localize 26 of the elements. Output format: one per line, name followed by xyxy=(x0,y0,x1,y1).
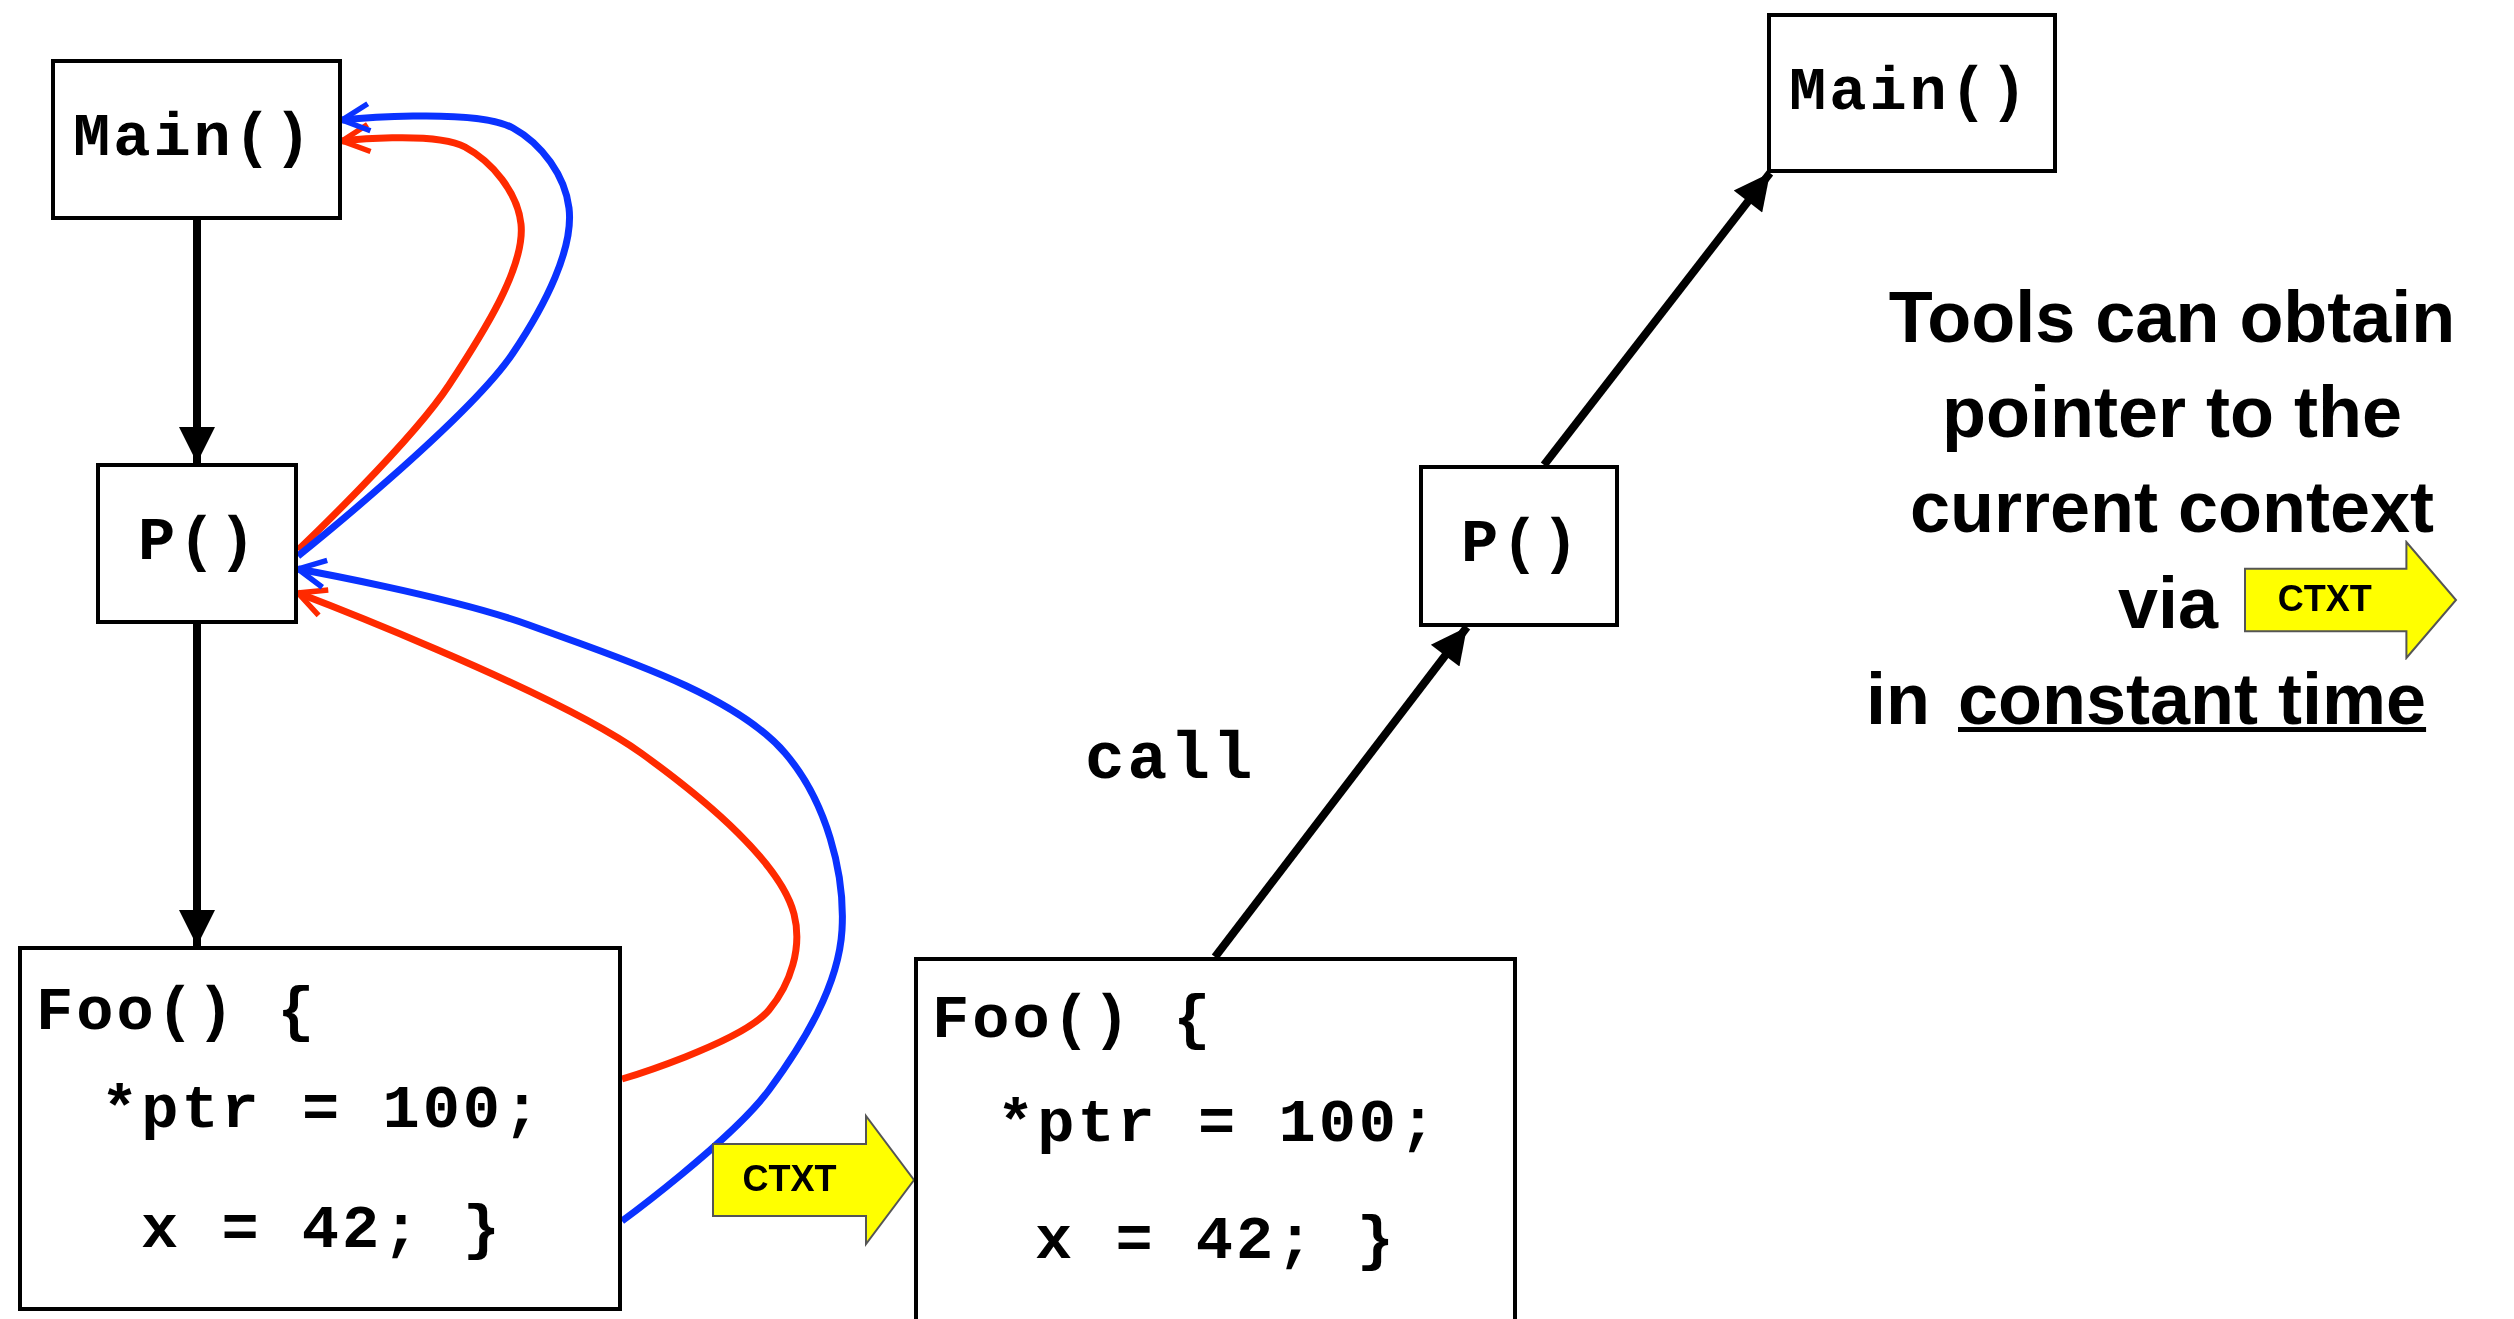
tag-text: CTXT xyxy=(2276,578,2373,621)
code-text: *ptr = 100; xyxy=(997,1089,1440,1161)
code-text: Foo() { xyxy=(932,985,1214,1057)
text-label: constant time xyxy=(1958,658,2427,741)
text-label: via xyxy=(2118,562,2219,645)
arrow xyxy=(1540,170,1774,468)
function-box xyxy=(96,463,298,624)
code-text: *ptr = 100; xyxy=(101,1075,544,1147)
code-text: P() xyxy=(1461,509,1582,581)
block-arrow xyxy=(712,1113,916,1247)
function-box xyxy=(1419,465,1619,627)
code-text: x = 42; } xyxy=(141,1195,503,1267)
arrow xyxy=(179,220,215,463)
function-box xyxy=(51,59,342,220)
code-text: Foo() { xyxy=(36,977,318,1049)
function-box xyxy=(914,957,1517,1319)
code-text: x = 42; } xyxy=(1035,1206,1397,1278)
context-arrow xyxy=(2243,540,2458,660)
edge-label: CTXT xyxy=(741,1158,838,1200)
arrow xyxy=(179,624,215,946)
code-text: P() xyxy=(138,507,259,579)
code-text: Main() xyxy=(1789,57,2031,129)
text-label: in xyxy=(1866,658,1930,741)
function-box xyxy=(18,946,622,1311)
function-box xyxy=(1767,13,2057,173)
code-text: Main() xyxy=(73,103,315,175)
